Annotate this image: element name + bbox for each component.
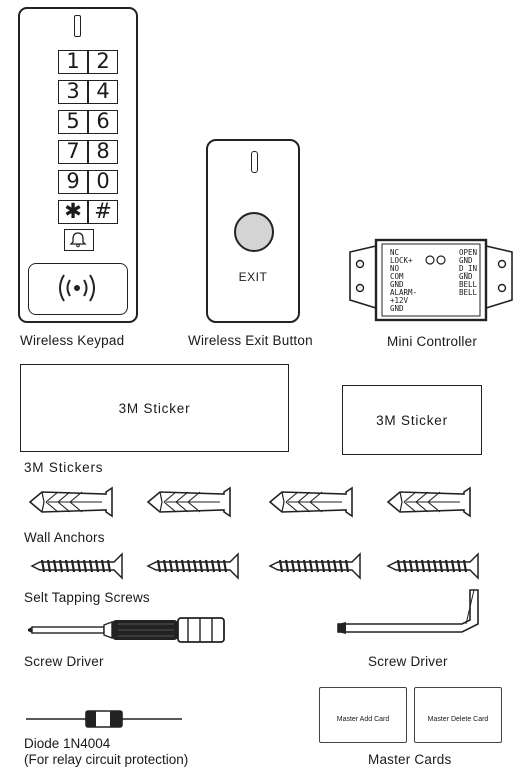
terminal-label: D_IN [459, 264, 478, 273]
exit-label: EXIT [238, 270, 268, 284]
wireless-exit-button: EXIT [206, 139, 300, 323]
controller-caption: Mini Controller [387, 334, 478, 349]
wall-anchor-icon [29, 487, 113, 517]
terminal-label: BELL [459, 288, 478, 297]
bell-icon [69, 232, 87, 248]
wall-anchor-icon [269, 487, 353, 517]
controller-left-terminals: NC LOCK+ NO COM GND ALARM- +12V GND [390, 249, 417, 313]
stickers-caption: 3M Stickers [24, 460, 104, 475]
controller-body-icon [349, 238, 513, 322]
key-3: 3 [58, 80, 88, 104]
hex-key-caption: Screw Driver [368, 654, 448, 669]
key-5: 5 [58, 110, 88, 134]
wireless-keypad: 1 2 3 4 5 6 7 8 9 0 ✱ # [18, 7, 138, 323]
hex-key-icon [337, 589, 479, 634]
screws-caption: Selt Tapping Screws [24, 590, 150, 605]
terminal-label: NO [390, 264, 400, 273]
screw-icon [146, 552, 240, 580]
wall-anchor-icon [387, 487, 471, 517]
diode-caption-line1: Diode 1N4004 [24, 736, 111, 751]
key-6: 6 [88, 110, 118, 134]
screws-group [30, 552, 480, 580]
indicator-slot [251, 151, 258, 173]
small-3m-sticker: 3M Sticker [342, 385, 482, 455]
key-9: 9 [58, 170, 88, 194]
terminal-label: BELL [459, 280, 478, 289]
master-delete-card: Master Delete Card [414, 687, 502, 743]
terminal-label: GND [459, 256, 473, 265]
terminal-label: OPEN [459, 248, 478, 257]
key-hash: # [88, 200, 118, 224]
rfid-icon [59, 274, 95, 302]
cards-caption: Master Cards [368, 752, 452, 767]
terminal-label: GND [390, 304, 404, 313]
terminal-label: +12V [390, 296, 409, 305]
screw-icon [30, 552, 124, 580]
wall-anchors-group [29, 487, 471, 517]
terminal-label: GND [390, 280, 404, 289]
screw-icon [268, 552, 362, 580]
diode-caption: Diode 1N4004 (For relay circuit protecti… [24, 736, 188, 768]
diode-caption-line2: (For relay circuit protection) [24, 752, 189, 767]
terminal-label: NC [390, 248, 400, 257]
keypad-caption: Wireless Keypad [20, 333, 125, 348]
key-1: 1 [58, 50, 88, 74]
key-star: ✱ [58, 200, 88, 224]
terminal-label: ALARM- [390, 288, 418, 297]
controller-right-terminals: OPEN GND D_IN GND BELL BELL [459, 249, 477, 297]
rfid-reader-area [28, 263, 128, 315]
terminal-label: GND [459, 272, 473, 281]
key-7: 7 [58, 140, 88, 164]
key-4: 4 [88, 80, 118, 104]
indicator-slot [74, 15, 81, 37]
diode-icon [26, 710, 182, 728]
key-2: 2 [88, 50, 118, 74]
master-add-card: Master Add Card [319, 687, 407, 743]
screwdriver-caption: Screw Driver [24, 654, 104, 669]
key-0: 0 [88, 170, 118, 194]
large-3m-sticker: 3M Sticker [20, 364, 289, 452]
exit-button-caption: Wireless Exit Button [188, 333, 313, 348]
terminal-label: COM [390, 272, 404, 281]
wall-anchor-icon [147, 487, 231, 517]
screw-icon [386, 552, 480, 580]
mini-controller: NC LOCK+ NO COM GND ALARM- +12V GND OPEN… [348, 238, 514, 328]
terminal-label: LOCK+ [390, 256, 413, 265]
exit-push-button [234, 212, 274, 252]
anchors-caption: Wall Anchors [24, 530, 105, 545]
key-8: 8 [88, 140, 118, 164]
screwdriver-icon [28, 617, 225, 643]
doorbell-key [64, 229, 94, 251]
